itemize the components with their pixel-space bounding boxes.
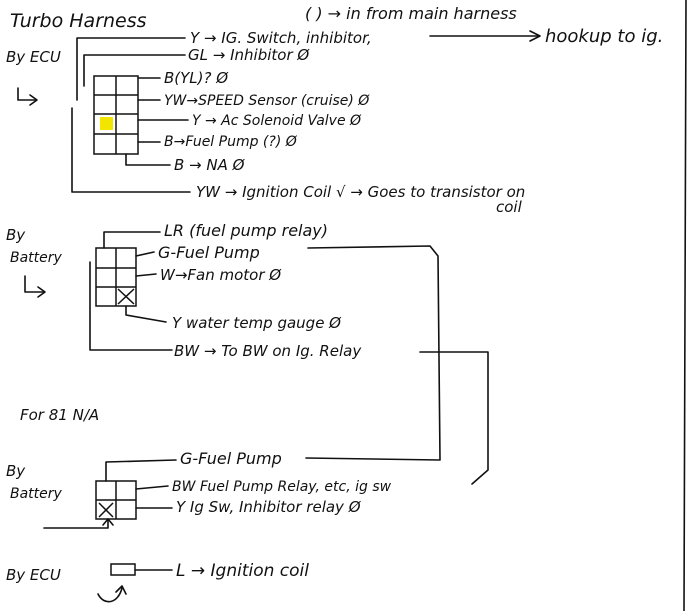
ecu-wire-label: GL → Inhibitor Ø: [188, 46, 310, 64]
ecu-wire-label: coil: [496, 198, 523, 216]
ecu-connector: [93, 75, 139, 155]
ecu-wire-lines: [71, 37, 191, 193]
battery-wire-label: Y water temp gauge Ø: [172, 314, 342, 332]
na-battery-connector: [95, 480, 137, 520]
battery-wire-label: LR (fuel pump relay): [164, 221, 328, 240]
hookup-arrow-head: [529, 30, 541, 42]
ecu-source-label: By ECU: [6, 48, 61, 66]
na-ecu-connector: [110, 563, 136, 576]
ecu-wire-label: Y → Ac Solenoid Valve Ø: [192, 113, 362, 129]
page-edge-line: [683, 0, 687, 611]
na-battery-hook-arrow-head: [102, 518, 114, 526]
na-battery-wire-label: BW Fuel Pump Relay, etc, ig sw: [172, 479, 392, 495]
na-battery-wire-label: G-Fuel Pump: [180, 449, 282, 468]
battery-connector: [95, 247, 137, 307]
legend-note: ( ) → in from main harness: [305, 4, 517, 23]
battery-source-label: By: [6, 226, 26, 244]
battery-wire-lines: [89, 231, 489, 485]
ecu-wire-label: Y → IG. Switch, inhibitor,: [190, 29, 372, 47]
highlighted-pin: [100, 117, 113, 130]
battery-hook-arrow-head: [37, 286, 46, 298]
na-battery-source-label: Battery: [10, 486, 63, 502]
na-battery-hook-arrow: [43, 518, 109, 529]
na-ecu-hook-arrow: [97, 587, 123, 603]
na-battery-wire-lines: [105, 459, 177, 509]
na-ecu-source-label: By ECU: [6, 566, 61, 584]
battery-wire-label: G-Fuel Pump: [158, 243, 260, 262]
ecu-wire-label: B(YL)? Ø: [164, 69, 229, 87]
ecu-wire-label: B → NA Ø: [174, 156, 246, 174]
na-section-header: For 81 N/A: [20, 406, 99, 424]
hookup-note: hookup to ig.: [545, 26, 663, 47]
diagram-title: Turbo Harness: [10, 10, 147, 32]
battery-source-label: Battery: [10, 250, 63, 266]
battery-hook-arrow: [24, 275, 45, 293]
na-battery-wire-label: Y Ig Sw, Inhibitor relay Ø: [176, 498, 362, 516]
battery-wire-label: BW → To BW on Ig. Relay: [174, 342, 362, 360]
na-battery-source-label: By: [6, 462, 26, 480]
ecu-wire-label: YW→SPEED Sensor (cruise) Ø: [164, 93, 370, 109]
ecu-hook-arrow-head: [29, 94, 38, 106]
battery-wire-label: W→Fan motor Ø: [160, 266, 282, 284]
ecu-wire-label: B→Fuel Pump (?) Ø: [164, 134, 298, 150]
na-ecu-hook-arrow-head: [115, 585, 127, 595]
na-ecu-wire-label: L → Ignition coil: [176, 561, 309, 581]
ecu-hook-arrow: [17, 87, 37, 101]
ecu-wire-label: YW → Ignition Coil √ → Goes to transisto…: [196, 183, 525, 201]
